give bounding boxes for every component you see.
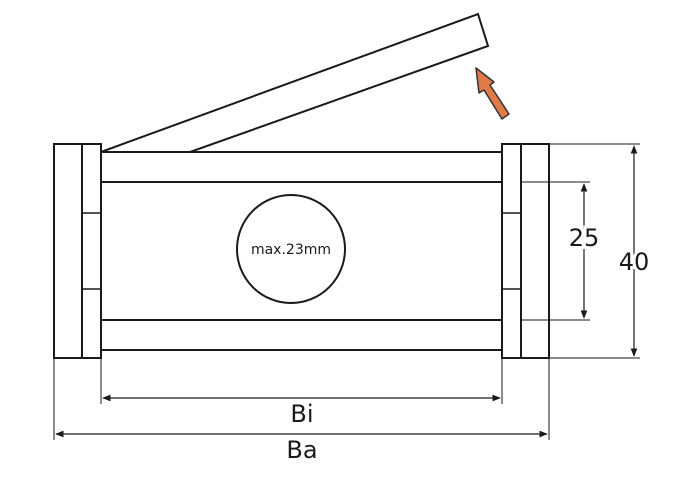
top-crossbar	[101, 151, 502, 183]
width-extension-lines	[53, 358, 550, 440]
left-side-plate	[53, 143, 102, 359]
inner-height-label: 25	[569, 224, 600, 252]
max-cable-circle	[236, 194, 346, 304]
bottom-crossbar	[101, 319, 502, 351]
opening-arrow	[475, 67, 510, 120]
outer-width-label: Ba	[286, 436, 317, 464]
inner-width-label: Bi	[290, 400, 313, 428]
max-diameter-label: max.23mm	[251, 242, 331, 258]
opening-lid	[100, 12, 490, 153]
height-extension-lines	[521, 143, 640, 359]
right-side-plate	[501, 143, 550, 359]
outer-height-label: 40	[619, 248, 650, 276]
